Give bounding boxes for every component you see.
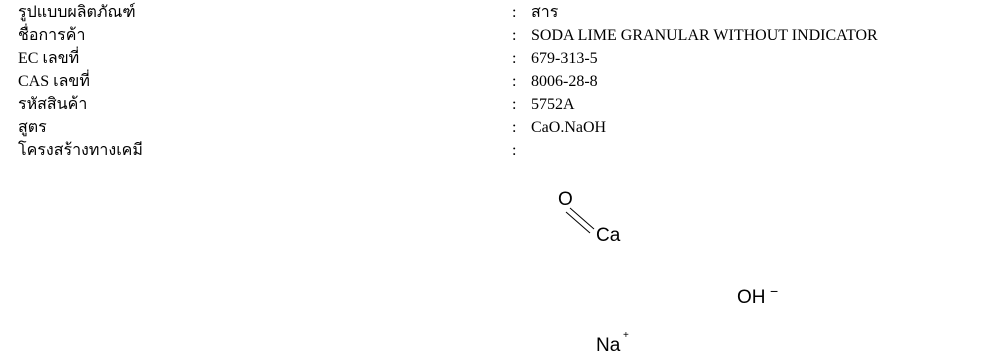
trade-name-label: ชื่อการค้า [18,27,86,44]
product-form-value: สาร [531,4,559,21]
product-code-value: 5752A [531,96,575,113]
separator: : [512,73,517,90]
separator: : [512,4,517,21]
chemical-structure-row: โครงสร้างทางเคมี : [0,140,997,162]
product-form-row: รูปแบบผลิตภัณฑ์ : สาร [0,2,997,24]
product-code-label: รหัสสินค้า [18,96,88,113]
formula-value: CaO.NaOH [531,119,607,136]
sodium-charge: + [623,330,629,341]
separator: : [512,119,517,136]
hydroxide-ion: OH [737,287,766,308]
chemical-structure-drawing: O Ca OH − Na + [540,186,840,356]
cas-number-value: 8006-28-8 [531,73,598,90]
product-form-label: รูปแบบผลิตภัณฑ์ [18,4,136,21]
product-code-row: รหัสสินค้า : 5752A [0,94,997,116]
ec-number-row: EC เลขที่ : 679-313-5 [0,48,997,70]
separator: : [512,96,517,113]
trade-name-row: ชื่อการค้า : SODA LIME GRANULAR WITHOUT … [0,25,997,47]
chemical-structure-label: โครงสร้างทางเคมี [18,142,143,159]
ca-o-double-bond [565,207,595,234]
cas-number-row: CAS เลขที่ : 8006-28-8 [0,71,997,93]
trade-name-value: SODA LIME GRANULAR WITHOUT INDICATOR [531,27,878,44]
formula-row: สูตร : CaO.NaOH [0,117,997,139]
formula-label: สูตร [18,119,47,136]
hydroxide-charge: − [770,283,779,299]
cas-number-label: CAS เลขที่ [18,73,90,90]
separator: : [512,50,517,67]
separator: : [512,27,517,44]
ec-number-value: 679-313-5 [531,50,598,67]
separator: : [512,142,517,159]
sodium-ion: Na [596,335,621,356]
ec-number-label: EC เลขที่ [18,50,80,67]
calcium-atom: Ca [596,225,621,246]
oxygen-atom: O [558,189,573,210]
